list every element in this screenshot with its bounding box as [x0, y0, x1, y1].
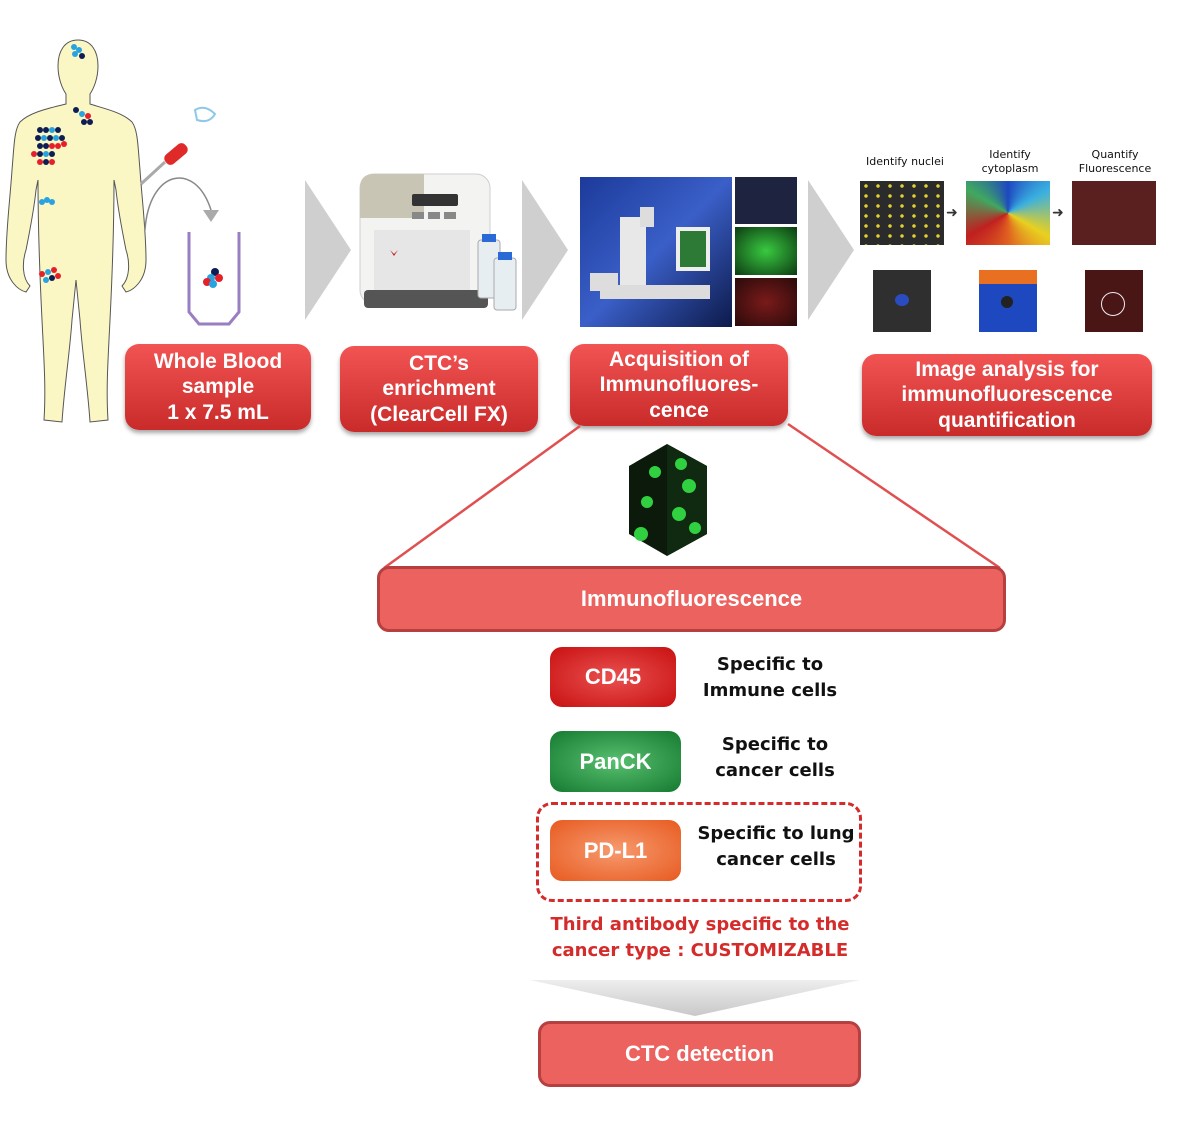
microscope-image — [580, 177, 732, 327]
fluorescence-channel-blue — [735, 177, 797, 224]
tumor-cells-chest — [31, 107, 93, 165]
customizable-antibody-frame — [536, 802, 862, 902]
syringe-icon — [139, 106, 219, 231]
antibody-cd45: CD45 — [550, 647, 676, 707]
flow-arrow-1 — [305, 180, 351, 320]
ctc-detection-box: CTC detection — [538, 1021, 861, 1087]
analysis-label-nuclei: Identify nuclei — [866, 155, 944, 168]
fluorescence-cube-image — [629, 444, 707, 556]
fluorescence-quant-image — [1072, 181, 1156, 245]
tumor-cells-thigh — [39, 267, 61, 283]
flow-arrow-3 — [808, 180, 854, 320]
human-body-illustration — [5, 39, 147, 423]
immunofluorescence-box: Immunofluorescence — [377, 566, 1006, 632]
clearcell-fx-device-image — [359, 173, 517, 311]
antibody-pd-l1: PD-L1 — [550, 820, 681, 881]
flow-arrow-2 — [522, 180, 568, 320]
cytoplasm-zoom-image — [979, 270, 1037, 332]
fluorescence-zoom-image — [1085, 270, 1143, 332]
antibody-panck: PanCK — [550, 731, 681, 792]
arrow-right-icon: ➜ — [1052, 204, 1064, 220]
nuclei-image — [860, 181, 944, 245]
tumor-cells-abdomen — [39, 197, 55, 205]
nuclei-zoom-image — [873, 270, 931, 332]
arrow-right-icon: ➜ — [946, 204, 958, 220]
flow-arrow-down — [530, 980, 860, 1016]
fluorescence-channel-red — [735, 278, 797, 326]
cytoplasm-image — [966, 181, 1050, 245]
blood-tube-icon — [187, 232, 241, 326]
tumor-cells-head — [71, 44, 85, 59]
fluorescence-channel-green — [735, 227, 797, 275]
